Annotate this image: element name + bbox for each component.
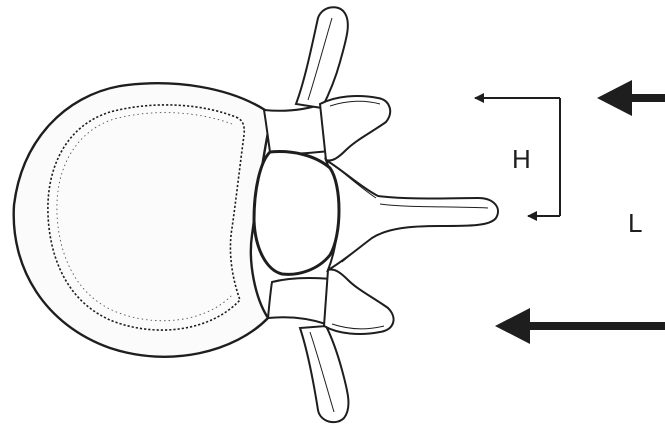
vertebral-body xyxy=(14,83,269,357)
left-arrow-icon xyxy=(495,308,665,344)
upper-transverse-process xyxy=(296,7,348,108)
label-l: L xyxy=(628,208,642,238)
lower-transverse-process xyxy=(300,326,348,422)
left-arrow-icon xyxy=(597,80,665,116)
bottom-arrow-shaft xyxy=(526,322,665,330)
top-arrow-head xyxy=(597,80,632,116)
vertebral-foramen xyxy=(254,152,339,275)
vertebral-body-outer-cortex xyxy=(14,83,269,357)
top-arrow-shaft xyxy=(628,94,665,102)
bottom-arrow-head xyxy=(495,308,530,344)
label-h: H xyxy=(512,144,531,174)
